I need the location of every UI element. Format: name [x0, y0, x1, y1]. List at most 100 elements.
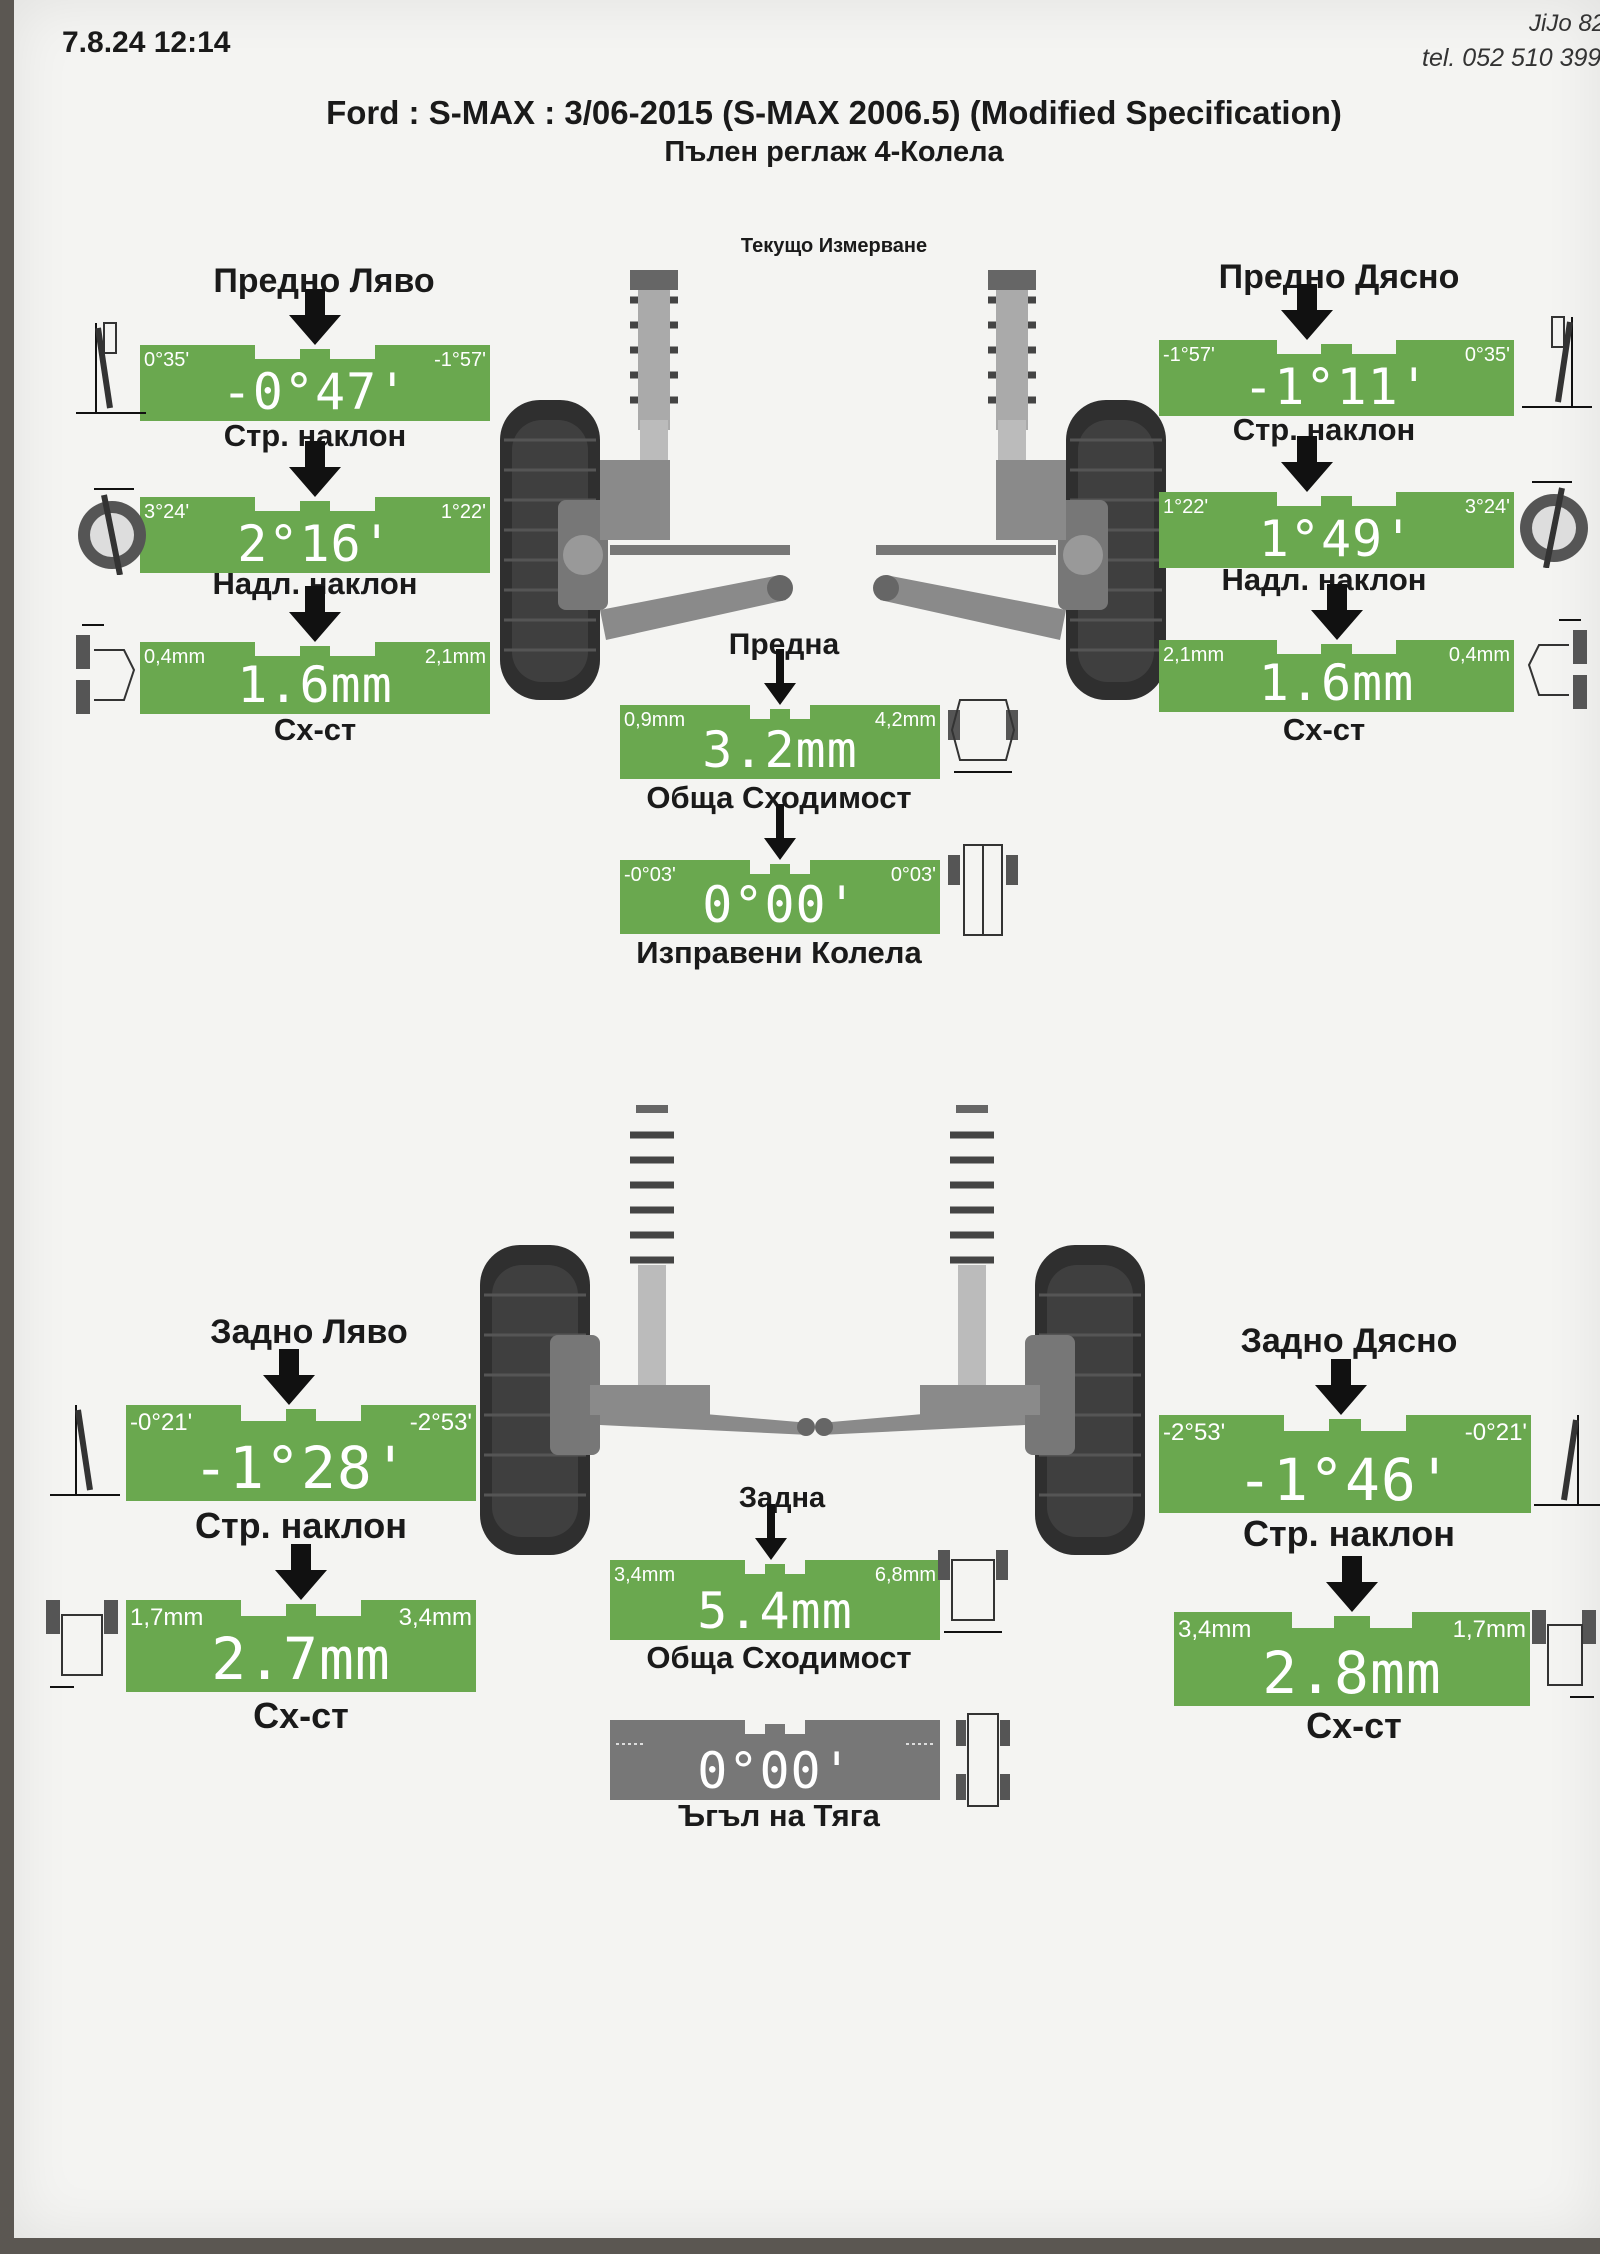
current-measurement-label: Текущо Измерване [740, 235, 928, 257]
toe-diagram-icon [1532, 1610, 1596, 1698]
rear-right-camber-gauge: -2°53' -0°21' -1°46' [1159, 1359, 1531, 1514]
gauge-min: 0,9mm [624, 709, 686, 731]
gauge-value: 3.2mm [702, 721, 858, 779]
gauge-bar [620, 705, 940, 779]
gauge-min: -1°57' [1163, 344, 1215, 366]
front-left-suspension-illustration [500, 270, 793, 700]
report-subtitle: Пълен реглаж 4-Колела [664, 136, 1004, 168]
pointer-arrow-icon [764, 649, 796, 705]
gauge-bar [1159, 640, 1514, 712]
pointer-arrow-icon [1310, 584, 1363, 640]
straight-wheels-car-icon [948, 844, 1018, 936]
gauge-bar [610, 1560, 940, 1640]
gauge-min: 2,1mm [1163, 644, 1225, 666]
gauge-bar [126, 1405, 476, 1501]
front-right-toe-gauge: 2,1mm 0,4mm 1.6mm [1159, 584, 1514, 712]
front-right-caster-label: Надл. наклон [1221, 562, 1427, 597]
rear-total-toe-label: Обща Сходимост [646, 1640, 912, 1675]
gauge-value: -1°46' [1237, 1446, 1453, 1514]
front-right-camber-label: Стр. наклон [1232, 412, 1416, 447]
rear-left-toe-gauge: 1,7mm 3,4mm 2.7mm [126, 1544, 476, 1693]
rear-left-toe-label: Сх-ст [253, 1695, 349, 1736]
front-total-toe-gauge: 0,9mm 4,2mm 3.2mm [620, 649, 940, 779]
gauge-bar [1159, 492, 1514, 568]
shop-name: JiJo 82 [1529, 10, 1600, 37]
printout-sheet: 7.8.24 12:14 JiJo 82 tel. 052 510 399 Fo… [14, 0, 1600, 2238]
rear-suspension-illustration [480, 1105, 1145, 1555]
rear-left-camber-gauge: -0°21' -2°53' -1°28' [126, 1349, 476, 1502]
pointer-arrow-icon [755, 1504, 787, 1560]
rear-right-toe-label: Сх-ст [1306, 1705, 1402, 1746]
front-straight-wheels-label: Изправени Колела [636, 935, 922, 970]
pointer-arrow-icon [1280, 436, 1333, 492]
gauge-bar [140, 345, 490, 421]
gauge-value: 1.6mm [1258, 654, 1415, 712]
gauge-max: 3,4mm [398, 1604, 472, 1631]
gauge-value: 2.8mm [1262, 1639, 1442, 1707]
front-right-suspension-illustration [873, 270, 1166, 700]
rear-axle-title: Задна [738, 1482, 826, 1514]
front-right-title: Предно Дясно [1218, 258, 1460, 296]
gauge-bar [1159, 1415, 1531, 1513]
front-right-toe-label: Сх-ст [1282, 712, 1366, 747]
caster-wheel-icon [1520, 481, 1588, 568]
shop-phone: tel. 052 510 399 [1422, 44, 1600, 72]
pointer-arrow-icon [289, 586, 341, 642]
gauge-value: 1.6mm [237, 656, 393, 714]
gauge-min: -0°21' [130, 1409, 193, 1436]
camber-diagram-icon [76, 322, 146, 414]
gauge-min: 0°35' [144, 349, 190, 371]
rear-left-title: Задно Ляво [210, 1313, 408, 1351]
gauge-bar [1174, 1612, 1530, 1706]
caster-wheel-icon [78, 488, 146, 575]
rear-toe-car-icon [938, 1550, 1008, 1633]
front-toe-car-icon [948, 699, 1018, 773]
toe-diagram-icon [1527, 619, 1587, 709]
gauge-max: -2°53' [409, 1409, 472, 1436]
gauge-max: 3°24' [1464, 496, 1510, 518]
gauge-min: 3°24' [144, 501, 190, 523]
gauge-value: 0°00' [697, 1742, 853, 1800]
gauge-value: 2°16' [237, 515, 393, 573]
print-datetime: 7.8.24 12:14 [62, 26, 231, 59]
camber-diagram-icon [1534, 1415, 1600, 1506]
toe-diagram-icon [46, 1600, 118, 1688]
gauge-bar [1159, 340, 1514, 416]
thrust-angle-gauge: 0°00' [610, 1720, 940, 1800]
pointer-arrow-icon [275, 1544, 327, 1600]
front-right-camber-gauge: -1°57' 0°35' -1°11' [1159, 284, 1514, 416]
gauge-bar [140, 642, 490, 714]
toe-diagram-icon [76, 624, 136, 714]
rear-right-camber-label: Стр. наклон [1243, 1513, 1455, 1554]
gauge-value: 1°49' [1258, 510, 1415, 568]
gauge-value: -1°28' [193, 1434, 409, 1502]
rear-right-toe-gauge: 3,4mm 1,7mm 2.8mm [1174, 1556, 1530, 1707]
front-left-toe-label: Сх-ст [273, 712, 357, 747]
vehicle-title: Ford : S-MAX : 3/06-2015 (S-MAX 2006.5) … [326, 94, 1342, 131]
front-straight-wheels-gauge: -0°03' 0°03' 0°00' [620, 804, 940, 934]
gauge-value: -0°47' [221, 363, 409, 421]
gauge-max: 6,8mm [874, 1564, 936, 1586]
gauge-value: -1°11' [1243, 358, 1430, 416]
pointer-arrow-icon [263, 1349, 315, 1405]
gauge-value: 5.4mm [697, 1582, 853, 1640]
gauge-bar [620, 860, 940, 934]
gauge-max: 1°22' [440, 501, 486, 523]
pointer-arrow-icon [1326, 1556, 1378, 1612]
pointer-arrow-icon [289, 289, 341, 345]
front-left-camber-gauge: 0°35' -1°57' -0°47' [140, 289, 490, 421]
camber-diagram-icon [50, 1405, 120, 1496]
gauge-bar [610, 1720, 940, 1800]
rear-left-camber-label: Стр. наклон [195, 1505, 407, 1546]
gauge-value: 2.7mm [211, 1625, 391, 1693]
gauge-bar [126, 1600, 476, 1692]
pointer-arrow-icon [1280, 284, 1333, 340]
front-right-caster-gauge: 1°22' 3°24' 1°49' [1159, 436, 1514, 568]
gauge-min: -0°03' [624, 864, 676, 886]
gauge-max: 0,4mm [1448, 644, 1510, 666]
gauge-bar [140, 497, 490, 573]
gauge-min: -2°53' [1163, 1419, 1226, 1446]
gauge-value: 0°00' [702, 876, 858, 934]
rear-right-title: Задно Дясно [1240, 1322, 1458, 1360]
gauge-max: 2,1mm [424, 646, 486, 668]
